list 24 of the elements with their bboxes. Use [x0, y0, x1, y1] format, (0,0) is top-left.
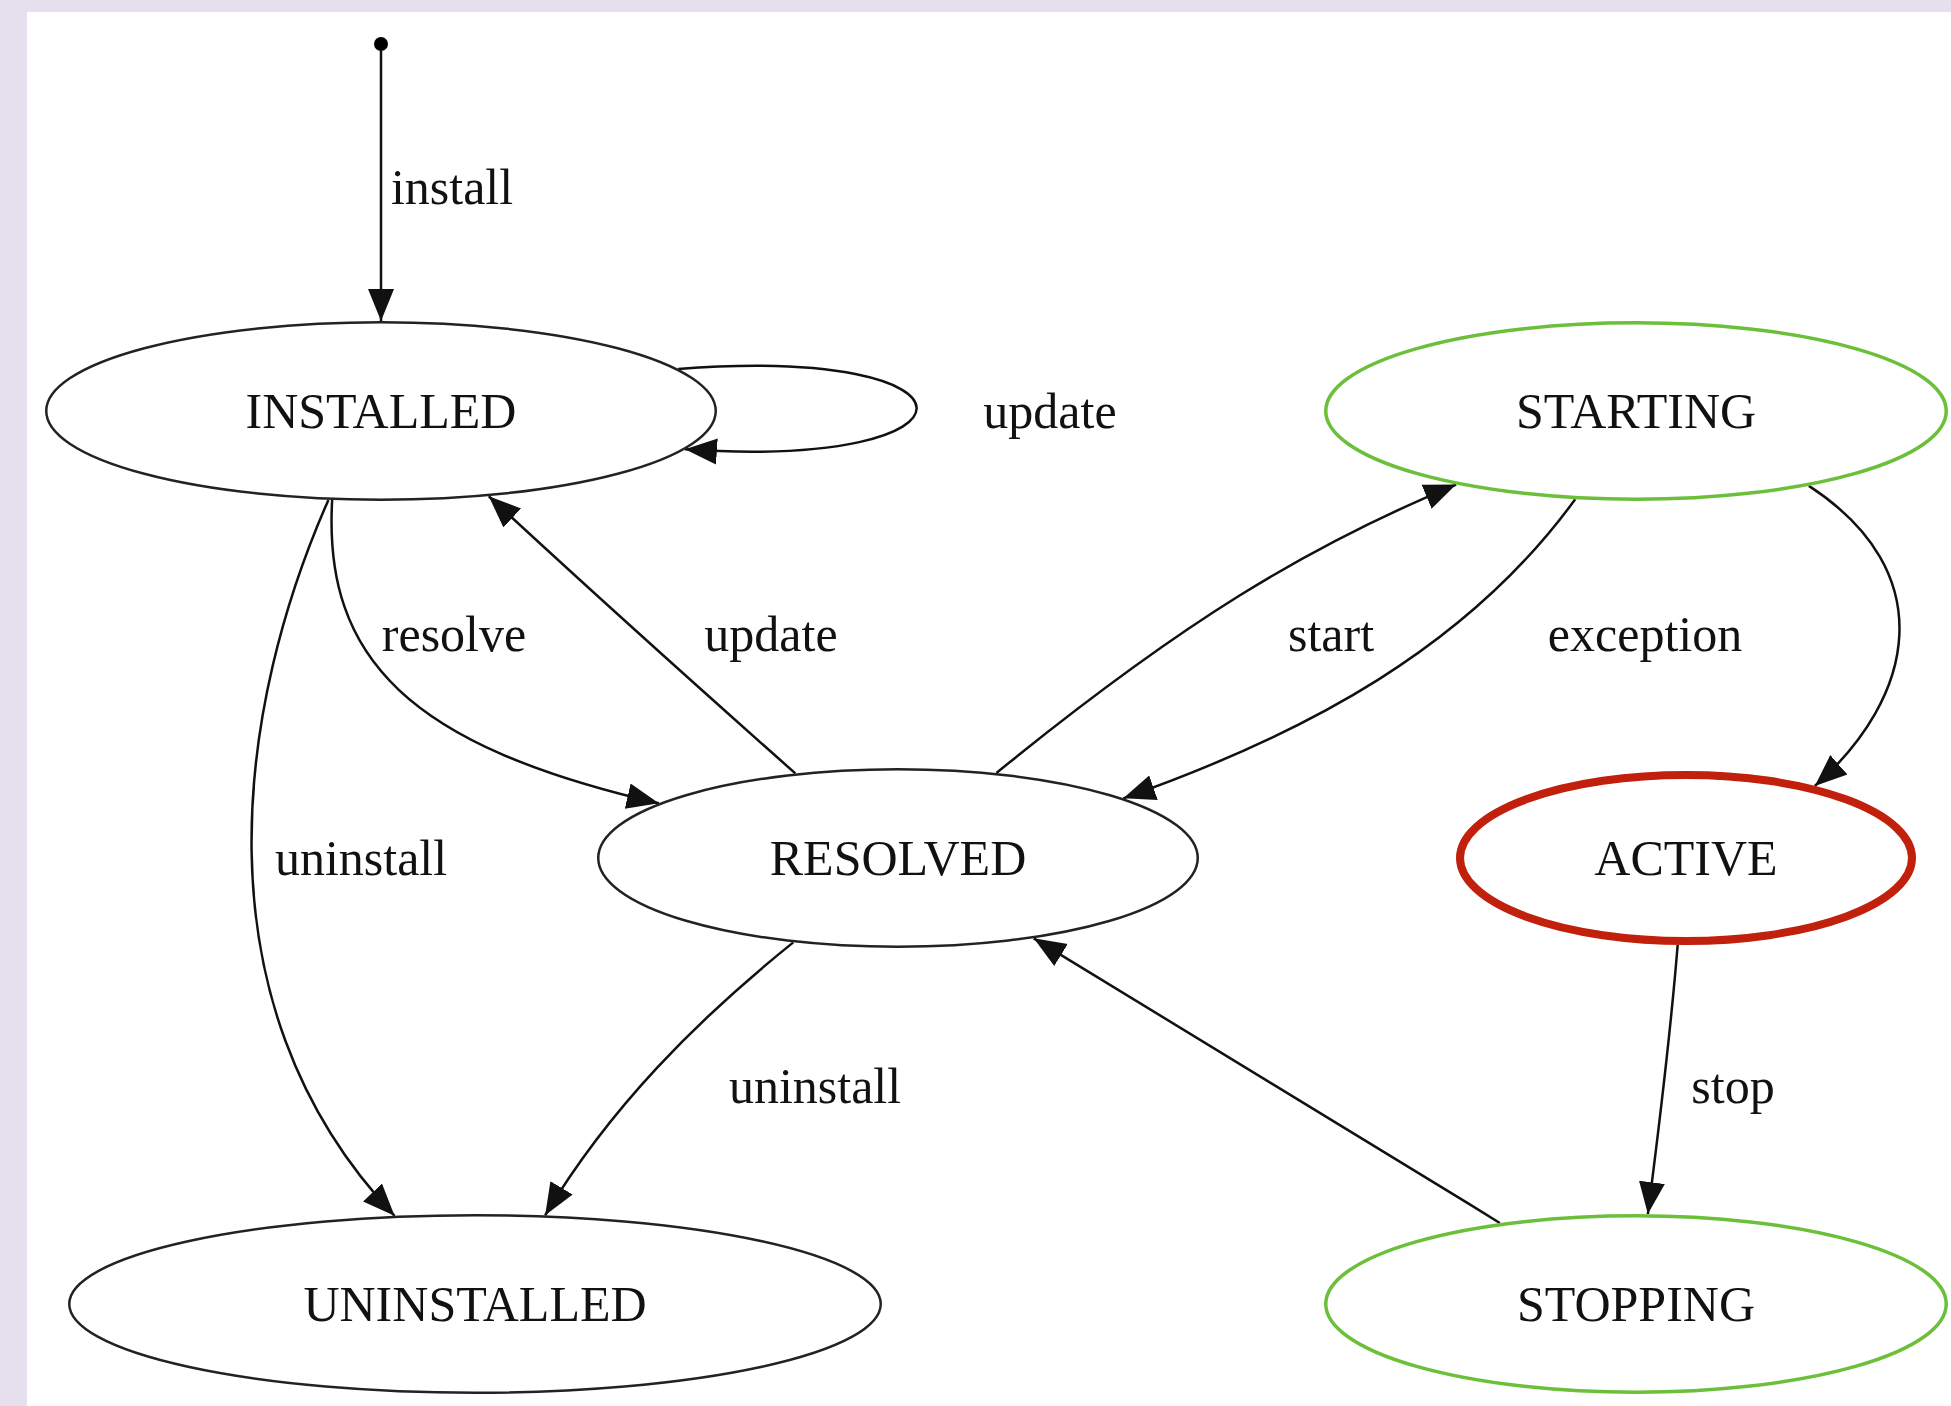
arrow: [1639, 944, 1679, 1215]
arrow: [250, 499, 396, 1217]
arrow: [1808, 484, 1901, 787]
state-label: RESOLVED: [769, 833, 1027, 883]
arrow: [1122, 498, 1577, 800]
start-dot: [374, 37, 388, 51]
arrow: [1033, 937, 1501, 1225]
arrow: [330, 500, 660, 809]
state-label: UNINSTALLED: [303, 1279, 647, 1329]
state-label: INSTALLED: [245, 386, 517, 436]
state-ellipse: [45, 321, 717, 501]
state-ellipse: [597, 768, 1199, 948]
arrow: [368, 51, 394, 321]
state-ellipse: [1324, 1214, 1948, 1394]
state-label: ACTIVE: [1594, 833, 1778, 883]
state-label: STOPPING: [1516, 1279, 1755, 1329]
arrow: [678, 364, 918, 464]
arrow: [544, 941, 795, 1216]
state-ellipse: [68, 1214, 882, 1394]
state-ellipse: [1456, 771, 1916, 945]
state-label: STARTING: [1515, 386, 1757, 436]
arrow: [995, 483, 1457, 774]
arrow: [487, 495, 797, 775]
state-ellipse: [1324, 321, 1948, 501]
